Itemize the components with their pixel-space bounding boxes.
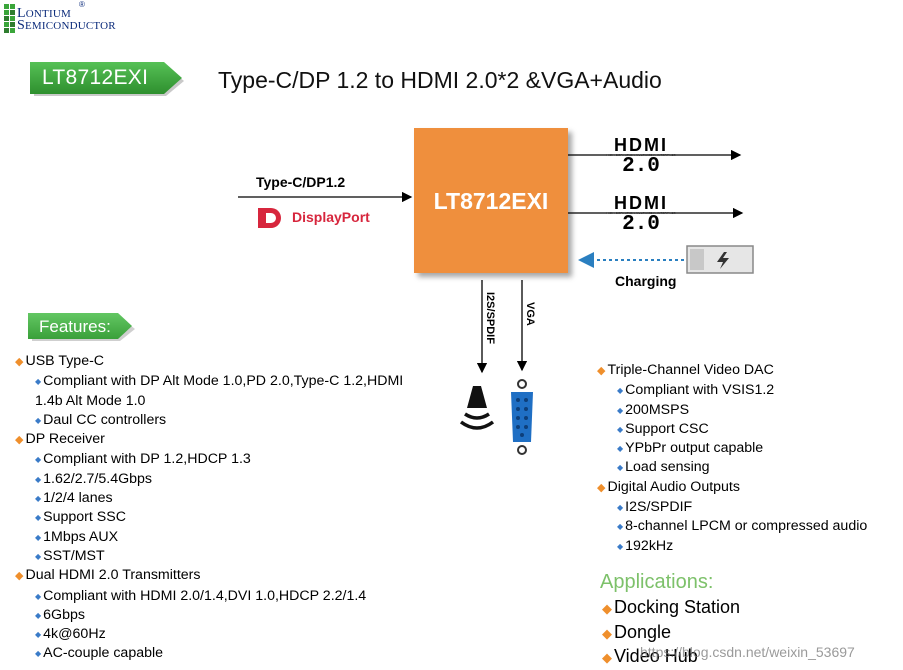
- feature-item: Support CSC: [597, 420, 867, 439]
- vga-connector-icon: [511, 379, 533, 455]
- feature-item: 1/2/4 lanes: [15, 489, 403, 508]
- application-item: Docking Station: [602, 596, 740, 621]
- feature-item: Load sensing: [597, 458, 867, 477]
- hdmi-logo-tagline: HIGH-DEFINITION MULTIMEDIA INTERFACE: [606, 211, 676, 215]
- vga-label: VGA: [524, 302, 536, 326]
- hdmi-logo-tagline: HIGH-DEFINITION MULTIMEDIA INTERFACE: [606, 153, 676, 157]
- feature-item: Support SSC: [15, 508, 403, 527]
- feature-item: SST/MST: [15, 547, 403, 566]
- displayport-icon: [258, 208, 281, 228]
- left-feature-list: USB Type-C Compliant with DP Alt Mode 1.…: [15, 352, 403, 664]
- feature-item: 8-channel LPCM or compressed audio: [597, 517, 867, 536]
- feature-item: 6Gbps: [15, 606, 403, 625]
- source-watermark: https://blog.csdn.net/weixin_53697: [640, 644, 855, 660]
- registered-mark: ®: [79, 0, 85, 9]
- page-title: Type-C/DP 1.2 to HDMI 2.0*2 &VGA+Audio: [218, 67, 662, 93]
- i2s-spdif-label: I2S/SPDIF: [484, 292, 496, 344]
- feature-item-continued: 1.4b Alt Mode 1.0: [35, 392, 146, 409]
- chip-label: LT8712EXI: [433, 188, 549, 214]
- feature-item: I2S/SPDIF: [597, 498, 867, 517]
- speaker-icon: [459, 386, 495, 430]
- feature-item: 192kHz: [597, 537, 867, 556]
- feature-item: Compliant with DP Alt Mode 1.0,PD 2.0,Ty…: [15, 372, 403, 391]
- applications-list: Docking Station Dongle Video Hub: [602, 596, 740, 670]
- feature-item: Daul CC controllers: [15, 411, 403, 430]
- battery-icon: [686, 245, 754, 274]
- feature-heading: Triple-Channel Video DAC: [597, 361, 867, 381]
- hdmi-logo-word: HDMI: [614, 135, 668, 155]
- hdmi-logo-word: HDMI: [614, 193, 668, 213]
- chip-block: [414, 128, 568, 273]
- feature-item: 1Mbps AUX: [15, 528, 403, 547]
- hdmi-logo-version: 2.0: [622, 155, 660, 178]
- title-badge-label: LT8712EXI: [42, 66, 149, 89]
- feature-item: 1.62/2.7/5.4Gbps: [15, 470, 403, 489]
- feature-item: 200MSPS: [597, 401, 867, 420]
- company-logo-text: LONTIUM SEMICONDUCTOR: [17, 6, 116, 33]
- hdmi-logo-version: 2.0: [622, 213, 660, 236]
- charging-label: Charging: [615, 273, 677, 289]
- input-label: Type-C/DP1.2: [256, 174, 346, 190]
- feature-heading: USB Type-C: [15, 352, 403, 372]
- feature-heading: Digital Audio Outputs: [597, 478, 867, 498]
- feature-item: AC-couple capable: [15, 644, 403, 663]
- right-feature-list: Triple-Channel Video DAC Compliant with …: [597, 361, 867, 556]
- application-item: Dongle: [602, 621, 740, 646]
- lontium-logo-icon: [4, 4, 15, 33]
- feature-item: Compliant with DP 1.2,HDCP 1.3: [15, 450, 403, 469]
- features-title: Features:: [39, 317, 111, 336]
- feature-item: 4k@60Hz: [15, 625, 403, 644]
- features-badge-shape: [28, 313, 135, 341]
- displayport-logo-text: DisplayPort: [292, 209, 370, 225]
- feature-item: YPbPr output capable: [597, 439, 867, 458]
- hdmi-logo-1: HDMI HIGH-DEFINITION MULTIMEDIA INTERFAC…: [593, 135, 689, 178]
- feature-item: Compliant with VSIS1.2: [597, 381, 867, 400]
- hdmi-logo-2: HDMI HIGH-DEFINITION MULTIMEDIA INTERFAC…: [593, 193, 689, 236]
- applications-title: Applications:: [600, 571, 714, 593]
- application-item: Video Hub: [602, 645, 740, 670]
- title-badge-shape: [30, 62, 184, 96]
- feature-heading: DP Receiver: [15, 430, 403, 450]
- feature-item: Compliant with HDMI 2.0/1.4,DVI 1.0,HDCP…: [15, 587, 403, 606]
- feature-heading: Dual HDMI 2.0 Transmitters: [15, 566, 403, 586]
